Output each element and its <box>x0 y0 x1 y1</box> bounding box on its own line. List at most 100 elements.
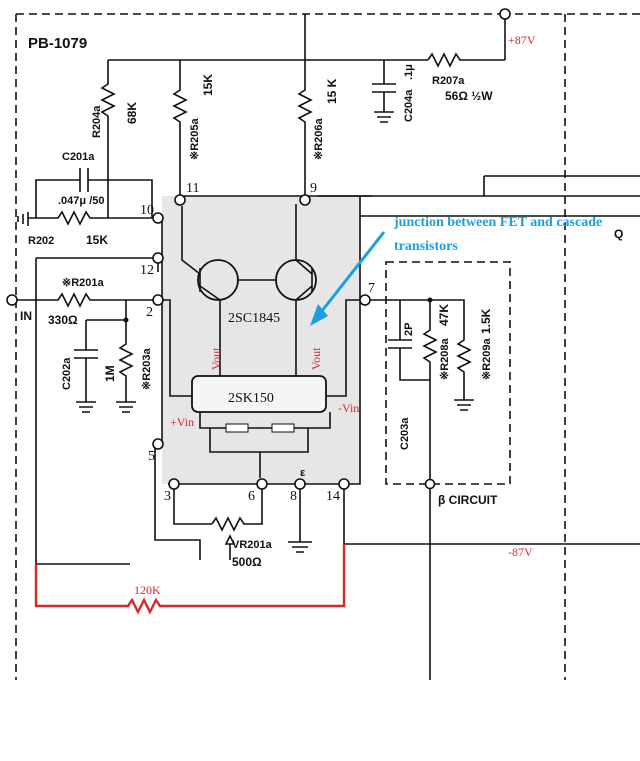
q-label: Q <box>614 227 623 241</box>
fet-source-wire <box>209 428 309 478</box>
pin-number: 8 <box>290 489 297 504</box>
r203-resistor <box>118 300 134 402</box>
vout-left-label: Vout <box>209 347 223 370</box>
fet-package <box>191 375 327 413</box>
annotation-arrowhead <box>310 304 328 326</box>
r203-value: 1M <box>103 365 117 382</box>
vr201-name: VR201a <box>232 539 273 551</box>
fet-bottom <box>199 412 331 429</box>
r201-value: 330Ω <box>48 313 78 327</box>
module-outline <box>168 196 361 485</box>
c201-value: .047μ /50 <box>58 195 105 207</box>
r203-name: ※R203a <box>141 347 153 390</box>
right-rail-wire-2 <box>483 175 640 196</box>
c202-capacitor <box>74 319 126 402</box>
transistor-right-leads <box>295 204 313 380</box>
input-label: IN <box>20 309 32 323</box>
beta-node <box>424 478 436 490</box>
beta-label: β CIRCUIT <box>438 493 498 507</box>
pin-number: 9 <box>310 181 317 196</box>
r209-ground <box>454 399 474 411</box>
vr201-value: 500Ω <box>232 555 262 569</box>
pin-9 <box>299 194 311 206</box>
fet-label: 2SK150 <box>228 391 274 406</box>
r209-name: ※R209a <box>481 337 493 380</box>
c202-ground <box>76 401 96 413</box>
pin7-wire <box>326 299 360 397</box>
r202-resistor <box>28 210 158 226</box>
r202-ground <box>17 212 29 226</box>
r204-name: R204a <box>91 105 103 138</box>
c204-value: .1μ <box>403 64 415 80</box>
r209-value: 1.5K <box>479 308 493 334</box>
pin-14 <box>338 478 350 490</box>
pin-number: 2 <box>146 305 153 320</box>
pin-12 <box>152 252 164 264</box>
r205-name: ※R205a <box>189 117 201 160</box>
junction-dot <box>427 297 433 303</box>
pin-7 <box>359 294 371 306</box>
pin-6 <box>256 478 268 490</box>
rail-pos-label: +87V <box>508 33 536 47</box>
pin-number: 10 <box>140 203 154 218</box>
r208-name: ※R208a <box>439 337 451 380</box>
module-body <box>162 196 360 484</box>
board-name: PB-1079 <box>28 35 87 52</box>
r204-resistor <box>100 60 116 218</box>
pin8-ground <box>288 488 312 553</box>
beta-circuit-box <box>385 261 511 485</box>
vr201-resistor <box>211 516 248 532</box>
pin-number: 12 <box>140 263 154 278</box>
c202-name: C202a <box>61 357 73 390</box>
r208-resistor <box>422 300 438 680</box>
r206-value: 15 K <box>325 78 339 104</box>
input-terminal <box>6 294 18 306</box>
r204-value: 68K <box>125 102 139 124</box>
r209-resistor <box>370 299 472 400</box>
c204-name: C204a <box>403 89 415 122</box>
added-120k-resistor <box>34 544 346 615</box>
r208-value: 47K <box>437 304 451 326</box>
left-feedback-wire <box>35 258 130 565</box>
r203-ground <box>116 401 136 413</box>
r205-resistor <box>172 60 188 196</box>
cascode-label: 2SC1845 <box>228 311 280 326</box>
pin-number: 7 <box>368 281 375 296</box>
pin-number: 3 <box>164 489 171 504</box>
r207-value: 56Ω ½W <box>445 89 493 103</box>
rail-pos-terminal <box>499 8 511 20</box>
pin-5 <box>152 438 164 450</box>
transistor-left-leads <box>181 206 221 380</box>
pin-8 <box>294 478 306 490</box>
fet-resistor-b <box>271 423 295 433</box>
annotation-arrow <box>316 231 386 317</box>
pin-10 <box>152 212 164 224</box>
rail-neg-label: -87V <box>508 545 533 559</box>
r201-name: ※R201a <box>62 277 105 289</box>
c201-name: C201a <box>62 151 95 163</box>
vin-pos-label: +Vin <box>170 415 194 429</box>
pin2-wire <box>162 299 192 397</box>
pin-number: 14 <box>326 489 340 504</box>
annotation-line2: transistors <box>394 239 458 254</box>
r207-name: R207a <box>432 75 465 87</box>
vin-neg-label: -Vin <box>338 401 359 415</box>
pin-number: 11 <box>186 181 199 196</box>
pin-number: 5 <box>148 449 155 464</box>
pin-2 <box>152 294 164 306</box>
fet-resistor-a <box>225 423 249 433</box>
c203-name: C203a <box>399 417 411 450</box>
c204-ground <box>374 111 394 123</box>
c203-value: 2P <box>403 323 415 336</box>
pin5-wire <box>154 444 201 560</box>
r206-name: ※R206a <box>313 117 325 160</box>
r202-value: 15K <box>86 233 108 247</box>
annotation-line1: junction between FET and cascade <box>393 215 602 230</box>
r206-resistor <box>297 14 313 196</box>
r205-value: 15K <box>201 74 215 96</box>
epsilon-label: ε <box>300 467 306 479</box>
c204-capacitor <box>372 60 396 112</box>
r207-resistor <box>427 52 505 68</box>
added-resistor-label: 120K <box>134 583 161 597</box>
